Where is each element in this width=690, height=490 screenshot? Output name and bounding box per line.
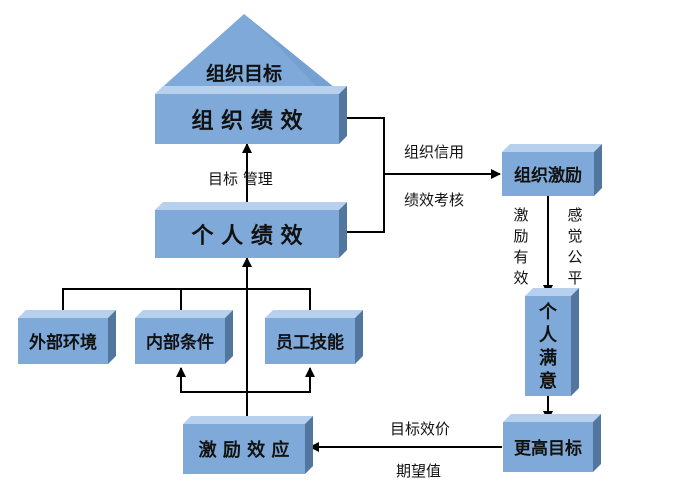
internal-cond-label: 内部条件: [146, 332, 214, 353]
higher-goal-label: 更高目标: [514, 438, 582, 459]
effective-incentive-label: 激励有效: [513, 206, 529, 287]
box-external-env: [18, 310, 116, 364]
org-credit-label: 组织信用: [404, 143, 465, 161]
box-higher-goal: [503, 414, 601, 472]
external-env-label: 外部环境: [29, 332, 97, 353]
box-internal-cond: [135, 310, 233, 364]
performance-review-label: 绩效考核: [404, 191, 465, 209]
indiv-satisfaction-label: 个人满意: [539, 302, 557, 392]
box-org-performance: [155, 86, 347, 144]
expectancy-label: 期望值: [396, 462, 442, 480]
box-indiv-satisfaction: [525, 288, 579, 396]
box-incentive-effect: [183, 416, 313, 474]
arrow-effect-to-internal-cond: [176, 367, 247, 393]
incentive-effect-label: 激 励 效 应: [199, 439, 290, 461]
staff-skill-label: 员工技能: [276, 332, 344, 353]
org-incentive-label: 组织激励: [514, 165, 582, 186]
org-goal-label: 组织目标: [206, 62, 282, 85]
indiv-performance-label: 个 人 绩 效: [192, 223, 303, 249]
factor-bracket: [62, 288, 311, 316]
line-indiv-performance-right: [340, 174, 385, 233]
line-org-performance-right: [340, 117, 385, 174]
connectors: [62, 117, 553, 452]
box-indiv-performance: [155, 202, 347, 258]
perceived-fairness-label: 感觉公平: [567, 206, 583, 287]
box-staff-skill: [265, 310, 363, 364]
arrow-effect-to-staff-skill: [247, 367, 315, 393]
box-org-incentive: [502, 144, 602, 196]
org-goal-triangle: [157, 14, 340, 92]
org-performance-label: 组 织 绩 效: [192, 108, 303, 134]
goal-management-label: 目标 管理: [208, 170, 273, 188]
goal-valence-label: 目标效价: [390, 420, 451, 438]
